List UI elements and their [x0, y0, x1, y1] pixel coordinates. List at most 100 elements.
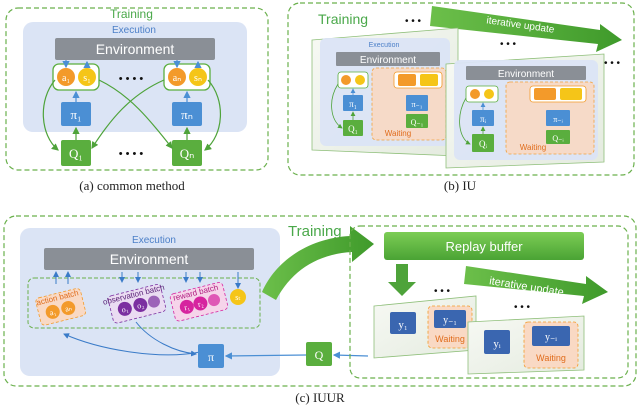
waiting-label-c1: Waiting — [435, 334, 465, 344]
arrows-c-env — [53, 271, 241, 357]
y-i-box — [532, 326, 570, 346]
action-circle-bi — [470, 89, 480, 99]
r1-label: r₁ — [183, 302, 191, 312]
state-circle-b1 — [355, 75, 365, 85]
state-circle-st — [230, 289, 246, 305]
yi-box — [484, 330, 510, 354]
waiting-label-b1: Waiting — [385, 129, 411, 138]
pi-1-label-b: π₋₁ — [411, 100, 422, 109]
arrows-b2 — [459, 97, 486, 145]
environment-label-b: Environment — [360, 55, 416, 66]
pin-box — [172, 102, 202, 126]
state-box-b-minus1 — [420, 74, 438, 86]
st-label: sₜ — [235, 293, 240, 302]
panel-c: Training Execution Environment a₁ aₙ act… — [3, 215, 637, 405]
environment-label-c: Environment — [110, 251, 189, 267]
training-frame-a — [5, 7, 269, 171]
replay-down-arrow — [388, 264, 416, 296]
arrows-b1 — [331, 83, 356, 129]
environment-box-b2 — [466, 66, 586, 80]
dots-c2: • • • — [514, 302, 531, 313]
card-to-q-arrow — [332, 351, 369, 359]
y-1-box — [434, 310, 466, 328]
panel-a: Training Execution Environment a₁ s₁ π₁ … — [5, 7, 269, 193]
qn-label: Qₙ — [180, 146, 195, 161]
action-box-b-minus1 — [398, 74, 416, 86]
y-i-label: y₋ᵢ — [545, 332, 557, 343]
action-circle-an — [168, 68, 186, 86]
an-label-c: aₙ — [64, 303, 73, 313]
state-box-b-minus-i — [560, 88, 582, 100]
to-replay-arrow — [262, 226, 374, 300]
pi1-label-b: π₁ — [349, 99, 357, 109]
batch-frame-c — [27, 277, 261, 329]
pii-box-b — [472, 110, 494, 126]
reward-circle-r3 — [208, 294, 221, 307]
action-box-b-minus-i — [534, 88, 556, 100]
q-1-box-b — [406, 114, 428, 128]
qi-box-b — [472, 134, 494, 152]
dots-c1: • • • — [434, 286, 451, 297]
pi1-box — [61, 102, 91, 126]
iterative-arrow-c — [464, 266, 608, 304]
environment-label-a: Environment — [96, 41, 175, 57]
q1-box-b — [343, 120, 363, 136]
execution-label-a: Execution — [112, 25, 156, 36]
caption-b: (b) IU — [444, 178, 477, 193]
training-label-c: Training — [288, 223, 342, 240]
y-1-label: y₋₁ — [443, 315, 457, 326]
action-circle-a1 — [57, 68, 75, 86]
panel-b: Training • • • iterative update Executio… — [287, 2, 635, 193]
replay-buffer-box — [384, 232, 584, 260]
qi-label-b: Qᵢ — [479, 139, 487, 149]
pi-i-label-b: π₋ᵢ — [553, 115, 563, 124]
pi-label-c: π — [208, 350, 214, 364]
pi1-box-b — [343, 95, 363, 111]
pi-i-box-b — [546, 110, 570, 126]
arrows-a — [42, 60, 221, 151]
obs-circle-o2 — [133, 297, 148, 312]
q1-label-b: Q₁ — [348, 124, 358, 134]
qn-box — [172, 140, 202, 166]
training-frame-c — [3, 215, 637, 387]
pi1-label: π₁ — [70, 107, 81, 122]
sn-label: sₙ — [194, 73, 202, 84]
waiting-label-b2: Waiting — [520, 143, 546, 152]
q-1-label-b: Q₋₁ — [411, 118, 424, 127]
iterative-arrow-b — [430, 6, 622, 52]
state-circle-s1 — [78, 68, 96, 86]
o2-label: o₂ — [136, 300, 145, 310]
an-label: aₙ — [173, 73, 181, 84]
yi-label: yᵢ — [493, 338, 501, 350]
obs-circle-o3 — [147, 295, 160, 308]
replay-buffer-label: Replay buffer — [445, 239, 523, 254]
dots-right-b: • • • — [604, 58, 621, 69]
caption-c: (c) IUUR — [295, 390, 345, 405]
dots-row2-a: • • • • — [119, 148, 144, 160]
r2-label: r₂ — [197, 299, 205, 309]
action-circle-cn — [61, 301, 76, 316]
environment-label-b2: Environment — [498, 69, 554, 80]
q-i-box-b — [546, 130, 570, 144]
action-circle-b1 — [341, 75, 351, 85]
waiting-label-c2: Waiting — [536, 353, 566, 363]
dots-mid-b: • • • — [500, 39, 517, 50]
training-frame-b — [287, 2, 635, 176]
pi-1-box-b — [406, 95, 428, 111]
replay-frame — [349, 225, 629, 379]
reward-circle-r2 — [193, 296, 208, 311]
y1-label: y₁ — [398, 319, 408, 331]
a1-label-c: a₁ — [49, 307, 58, 317]
action-circle-c1 — [45, 304, 60, 319]
y1-box — [390, 312, 416, 334]
dots-row1-a: • • • • — [119, 73, 144, 85]
q1-label: Q₁ — [69, 146, 83, 161]
training-label-b: Training — [318, 11, 368, 27]
dots-top-b: • • • — [405, 16, 422, 27]
q-box-c — [306, 342, 332, 366]
environment-box-a — [55, 38, 215, 60]
observation-batch: o₁ o₂ observation batch — [102, 283, 167, 324]
a1-label: a₁ — [62, 73, 70, 84]
q-label-c: Q — [315, 348, 324, 362]
